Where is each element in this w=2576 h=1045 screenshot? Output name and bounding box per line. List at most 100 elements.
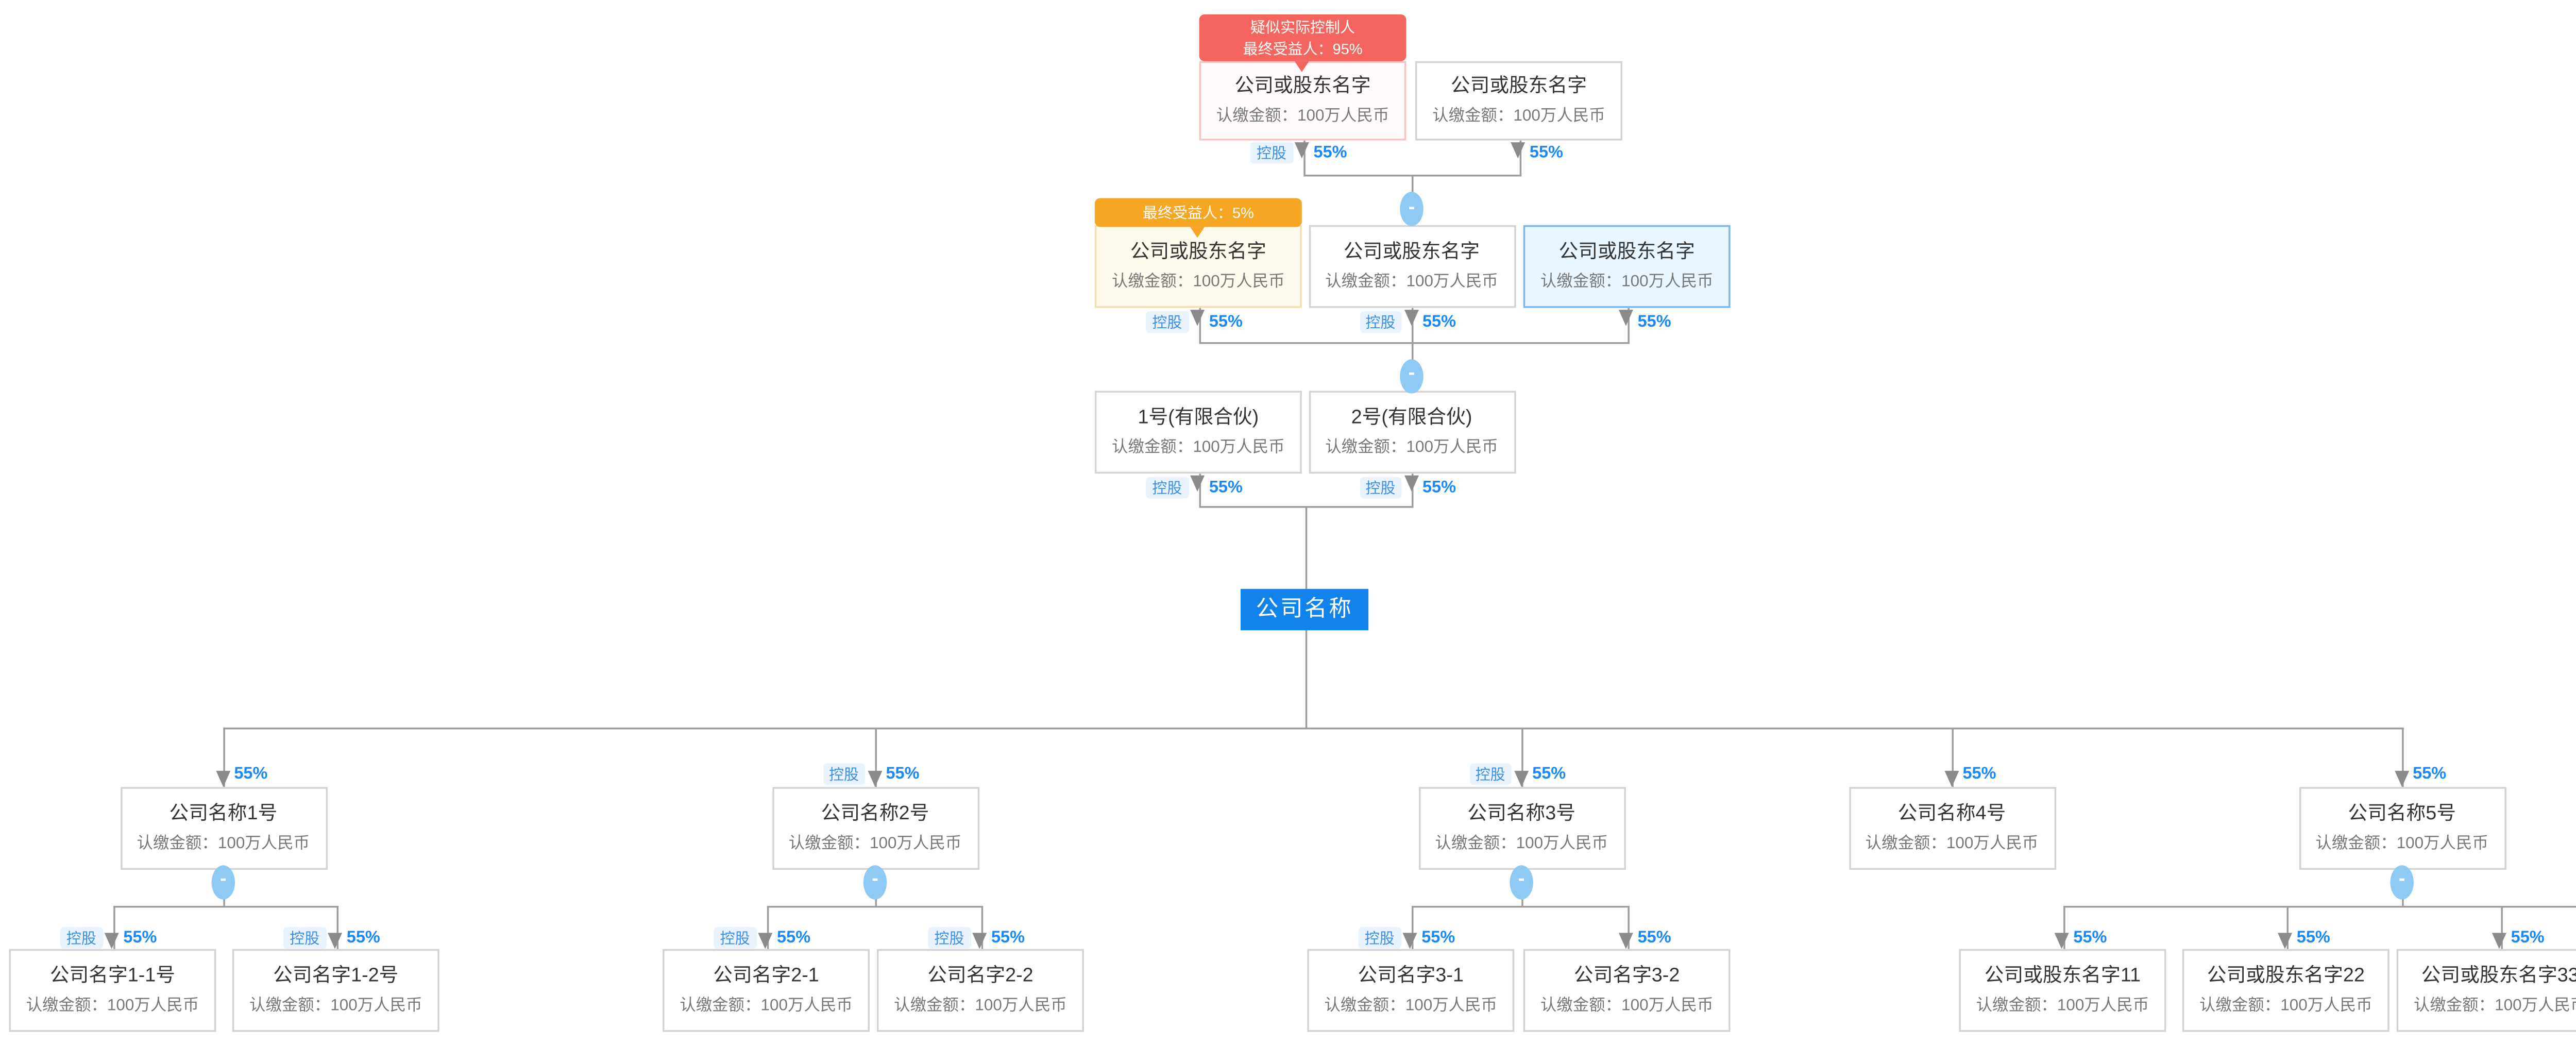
arrow-down-icon	[1618, 310, 1633, 326]
node-d11[interactable]: 公司名字1-1号认缴金额：100万人民币	[9, 949, 216, 1032]
connector-line	[112, 905, 337, 908]
node-p1[interactable]: 1号(有限合伙)认缴金额：100万人民币	[1094, 391, 1302, 474]
collapse-button[interactable]: -	[1510, 864, 1533, 899]
share-percent-label: 55%	[777, 928, 811, 947]
node-amount: 认缴金额：100万人民币	[1540, 996, 1714, 1014]
node-c3[interactable]: 公司名称3号认缴金额：100万人民币	[1418, 787, 1625, 870]
node-title: 公司或股东名字11	[1984, 965, 2141, 987]
arrow-down-icon	[1402, 932, 1417, 949]
node-root[interactable]: 公司名称	[1241, 588, 1368, 631]
node-title: 公司或股东名字	[1130, 241, 1266, 263]
connector-line	[1304, 506, 1307, 589]
share-percent-label: 55%	[991, 928, 1025, 947]
share-percent-label: 55%	[1422, 477, 1456, 495]
node-amount: 认缴金额：100万人民币	[2315, 833, 2489, 852]
collapse-button[interactable]: -	[2390, 864, 2414, 899]
collapse-button[interactable]: -	[863, 864, 887, 899]
node-c5[interactable]: 公司名称5号认缴金额：100万人民币	[2298, 787, 2506, 870]
connector-line	[112, 905, 114, 949]
share-percent-label: 55%	[1209, 477, 1243, 495]
orange-badge: 最终受益人：5%	[1094, 198, 1302, 226]
connector-line	[2285, 905, 2288, 949]
arrow-down-icon	[2492, 932, 2506, 949]
node-amount: 认缴金额：100万人民币	[1325, 272, 1498, 290]
connector-line	[223, 727, 225, 787]
connector-line	[980, 905, 982, 949]
node-title: 公司名称2号	[821, 803, 929, 825]
holding-tag: 控股	[1146, 476, 1189, 498]
node-c1[interactable]: 公司名称1号认缴金额：100万人民币	[120, 787, 327, 870]
node-amount: 认缴金额：100万人民币	[1324, 996, 1498, 1014]
node-amount: 认缴金额：100万人民币	[788, 833, 962, 852]
node-c2[interactable]: 公司名称2号认缴金额：100万人民币	[771, 787, 979, 870]
collapse-button[interactable]: -	[211, 864, 235, 899]
share-percent-label: 55%	[886, 764, 920, 783]
holding-tag: 控股	[1358, 927, 1401, 950]
node-c4[interactable]: 公司名称4号认缴金额：100万人民币	[1848, 787, 2056, 870]
node-a2[interactable]: 公司或股东名字认缴金额：100万人民币	[1415, 61, 1622, 141]
node-amount: 认缴金额：100万人民币	[2413, 996, 2576, 1014]
connector-line	[2500, 905, 2502, 949]
holding-tag: 控股	[1250, 142, 1293, 164]
node-title: 公司名称5号	[2348, 803, 2456, 825]
node-title: 公司名称3号	[1467, 803, 1576, 825]
collapse-button[interactable]: -	[1400, 192, 1423, 226]
node-amount: 认缴金额：100万人民币	[26, 996, 199, 1014]
share-percent-label: 55%	[2511, 928, 2545, 947]
node-title: 公司或股东名字	[1234, 76, 1371, 98]
node-amount: 认缴金额：100万人民币	[680, 996, 853, 1014]
node-amount: 认缴金额：100万人民币	[1325, 437, 1498, 456]
badge-text: 最终受益人：5%	[1142, 203, 1254, 221]
connector-line	[1302, 175, 1520, 177]
arrow-down-icon	[1513, 770, 1528, 786]
node-b3[interactable]: 公司或股东名字认缴金额：100万人民币	[1523, 225, 1731, 308]
connector-line	[2402, 727, 2404, 787]
holding-tag: 控股	[1359, 476, 1402, 498]
arrow-down-icon	[758, 932, 773, 949]
node-e22[interactable]: 公司或股东名字22 认缴金额：100万人民币	[2182, 949, 2389, 1032]
node-title: 公司或股东名字	[1343, 241, 1480, 263]
arrow-down-icon	[2278, 932, 2293, 949]
connector-line	[1626, 905, 1629, 949]
share-percent-label: 55%	[1422, 311, 1456, 330]
collapse-button[interactable]: -	[1400, 358, 1423, 393]
node-amount: 认缴金额：100万人民币	[2199, 996, 2372, 1014]
node-title: 公司名称	[1256, 597, 1353, 622]
share-percent-label: 55%	[234, 764, 268, 783]
arrow-down-icon	[867, 770, 882, 786]
node-amount: 认缴金额：100万人民币	[1216, 106, 1389, 124]
node-amount: 认缴金额：100万人民币	[137, 833, 310, 852]
node-title: 公司或股东名字	[1450, 76, 1587, 98]
arrow-down-icon	[328, 932, 343, 949]
share-percent-label: 55%	[2413, 764, 2447, 783]
node-a1[interactable]: 公司或股东名字认缴金额：100万人民币	[1199, 61, 1406, 141]
holding-tag: 控股	[822, 763, 866, 786]
arrow-down-icon	[1190, 475, 1205, 492]
share-percent-label: 55%	[1209, 311, 1243, 330]
node-b1[interactable]: 公司或股东名字认缴金额：100万人民币	[1094, 225, 1302, 308]
arrow-down-icon	[1294, 142, 1309, 159]
node-amount: 认缴金额：100万人民币	[1540, 272, 1714, 290]
node-p2[interactable]: 2号(有限合伙)认缴金额：100万人民币	[1308, 391, 1515, 474]
node-amount: 认缴金额：100万人民币	[1112, 437, 1285, 456]
connector-line	[2062, 905, 2064, 949]
arrow-down-icon	[1511, 142, 1526, 159]
arrow-down-icon	[1943, 770, 1958, 786]
node-title: 公司或股东名字22	[2207, 965, 2365, 987]
node-amount: 认缴金额：100万人民币	[1865, 833, 2039, 852]
share-percent-label: 55%	[1529, 143, 1563, 161]
share-percent-label: 55%	[123, 928, 157, 947]
node-title: 公司名字1-2号	[273, 965, 399, 987]
node-title: 公司名称1号	[169, 803, 278, 825]
connector-line	[1952, 727, 1954, 787]
node-b2[interactable]: 公司或股东名字认缴金额：100万人民币	[1308, 225, 1515, 308]
node-d12[interactable]: 公司名字1-2号认缴金额：100万人民币	[232, 949, 439, 1032]
node-title: 公司名称4号	[1897, 803, 2006, 825]
